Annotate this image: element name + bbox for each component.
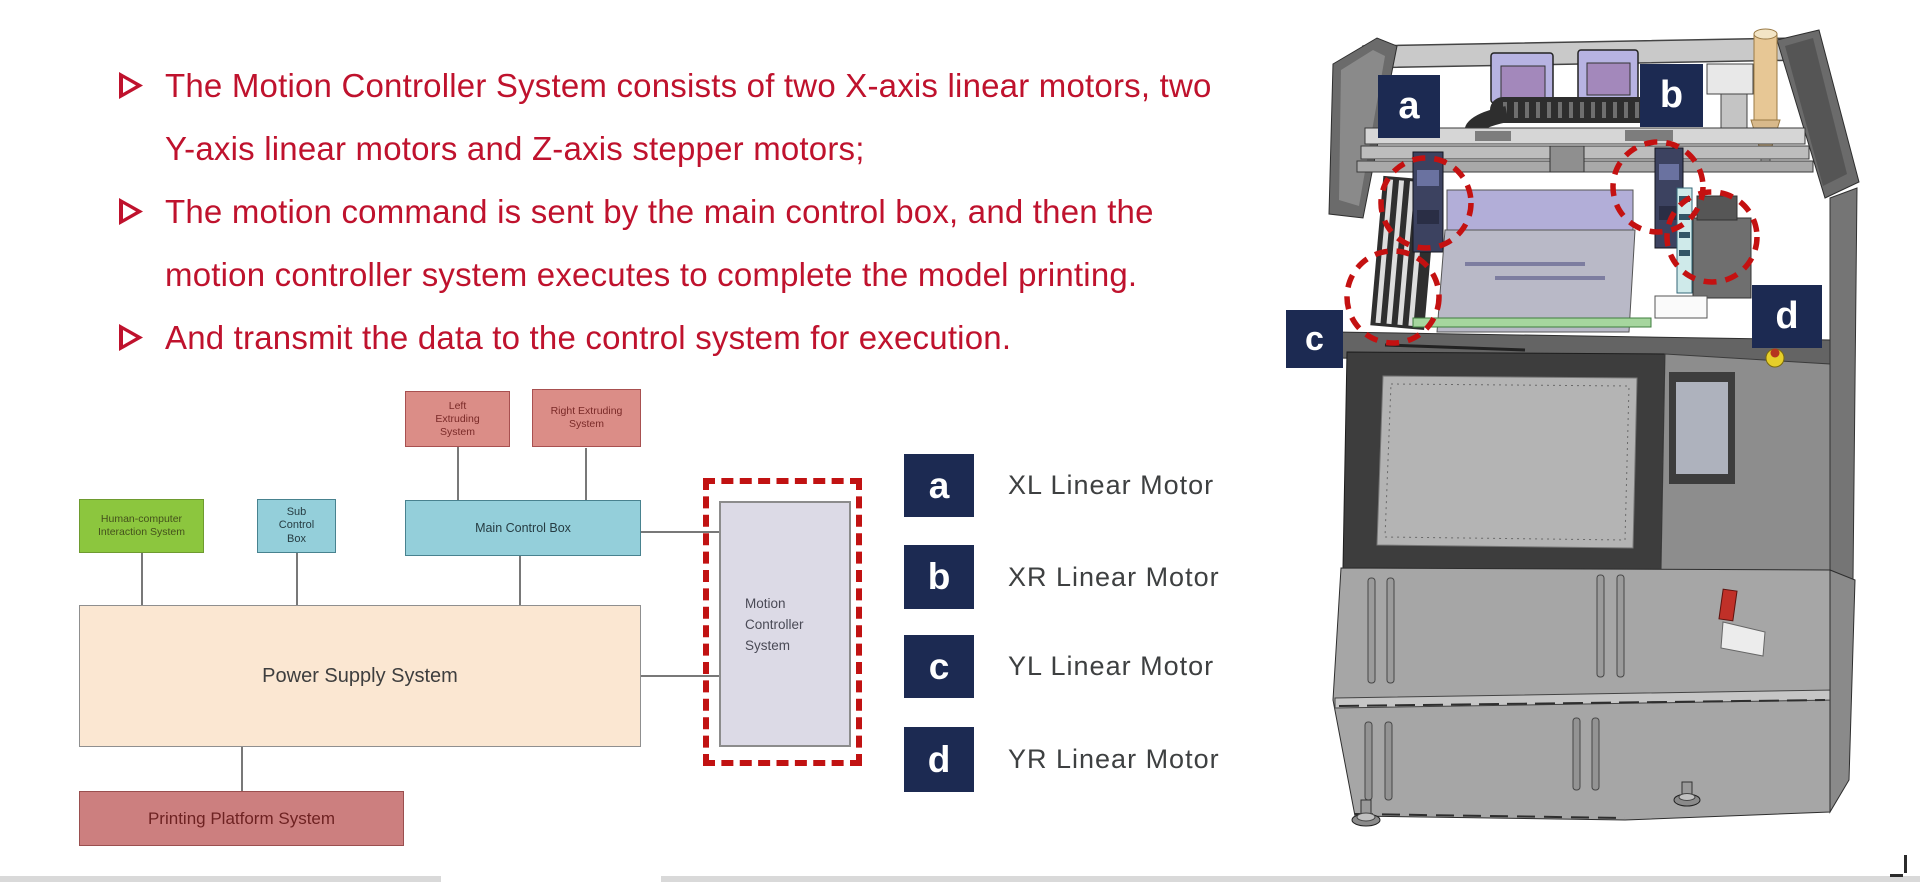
marker-circle-c [1344,248,1442,346]
legend-label-b: XR Linear Motor [1008,562,1220,592]
diagram-box-printing-platform: Printing Platform System [79,791,404,846]
build-chamber [1412,189,1652,333]
legend-badge-d: d [904,727,974,792]
legend-label-d: YR Linear Motor [1008,744,1220,774]
legend-badge-a: a [904,454,974,517]
legend-badge-b: b [904,545,974,609]
feet [1351,781,1701,827]
bullet-item: And transmit the data to the control sys… [165,319,1012,356]
connector-line [296,553,298,605]
connector-line [457,447,459,501]
control-box [1706,63,1754,95]
marker-circle-b [1610,139,1706,235]
marker-circle-a [1378,155,1474,251]
diagram-box-sub-control: Sub Control Box [257,499,336,553]
connector-line [641,531,719,533]
front-window [1342,351,1666,571]
legend-label-c: YL Linear Motor [1008,651,1215,681]
marker-circles [1344,139,1760,346]
left-wall-inner [1339,50,1385,206]
base-cabinet [1332,567,1856,821]
bullet-arrow-icon [119,324,143,351]
printer-illustration [1328,28,1860,827]
motion-controller-highlight-frame [703,478,862,766]
connector-line [141,553,143,605]
diagram-box-right-extruding: Right Extruding System [532,389,641,447]
connector-line [585,448,587,500]
connector-line [519,556,521,605]
printer-badge-c: c [1286,310,1343,368]
footer-bar-right [661,876,1920,882]
printer-badge-b: b [1640,64,1703,127]
printer-badge-d: d [1752,285,1822,348]
diagram-box-left-extruding: Left Extruding System [405,391,510,447]
footer-bar-left [0,876,441,882]
marker-circle-d [1664,189,1760,285]
bullet-item: The motion command is sent by the main c… [165,193,1154,293]
right-column [1660,187,1858,581]
x-carriage-left [1412,151,1444,253]
printer-badge-a: a [1378,75,1440,138]
corner-mark [1904,855,1907,873]
gantry-rails [1356,127,1814,173]
bullet-arrow-icon [119,72,143,99]
diagram-box-main-control: Main Control Box [405,500,641,556]
diagram-box-power-supply: Power Supply System [79,605,641,747]
connector-line [241,747,243,791]
legend-badge-c: c [904,635,974,698]
bullet-arrow-icon [119,198,143,225]
diagram-box-motion-controller: Motion Controller System [719,501,851,747]
bullet-item: The Motion Controller System consists of… [165,67,1212,167]
connector-line [641,675,719,677]
corner-mark [1890,874,1903,877]
diagram-box-human-computer: Human-computer Interaction System [79,499,204,553]
extruder-boxes [1490,49,1639,104]
deck-handle [1384,343,1526,352]
legend-label-a: XL Linear Motor [1008,470,1215,500]
drain-valve [1718,588,1766,657]
right-wall-inner [1785,38,1847,186]
